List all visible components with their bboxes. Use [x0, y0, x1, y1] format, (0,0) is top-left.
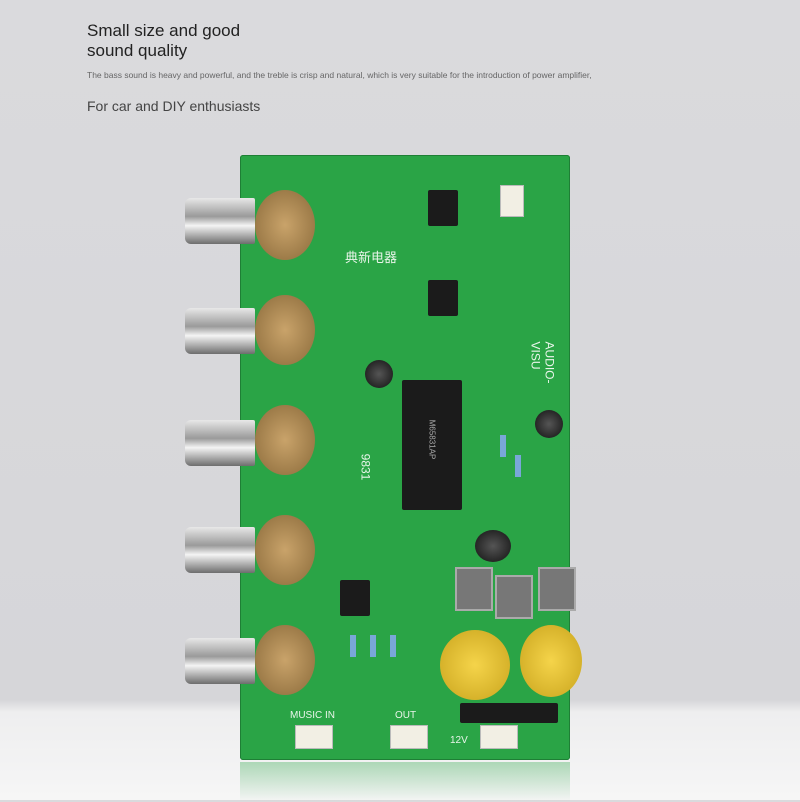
description: The bass sound is heavy and powerful, an…	[87, 70, 592, 80]
capacitor	[535, 410, 563, 438]
main-chip	[402, 380, 462, 510]
board-reflection	[240, 762, 570, 802]
connector-label-music-in: MUSIC IN	[290, 710, 335, 721]
regulator	[495, 575, 533, 619]
brand-label: 典新电器	[345, 250, 398, 265]
headline-line-1: Small size and good	[87, 21, 241, 40]
potentiometer	[255, 190, 315, 260]
code-label: 9831	[358, 453, 373, 481]
mic-connector	[500, 185, 524, 217]
op-amp-chip	[340, 580, 370, 616]
music-in-connector	[295, 725, 333, 749]
knob	[185, 638, 255, 684]
potentiometer	[255, 295, 315, 365]
side-label: AUDIO-VISU	[528, 341, 557, 384]
knob	[185, 527, 255, 573]
out-connector	[390, 725, 428, 749]
capacitor	[520, 625, 582, 697]
chip-label: M65831AP	[427, 419, 437, 460]
heatsink	[460, 703, 558, 723]
capacitor	[365, 360, 393, 388]
potentiometer	[255, 625, 315, 695]
headline-line-2: sound quality	[87, 41, 188, 60]
potentiometer	[255, 405, 315, 475]
subtitle: For car and DIY enthusiasts	[87, 98, 261, 114]
potentiometer	[255, 515, 315, 585]
resistor	[515, 455, 521, 477]
resistor	[350, 635, 356, 657]
knob	[185, 308, 255, 354]
knob	[185, 420, 255, 466]
capacitor	[440, 630, 510, 700]
connector-label-12v: 12V	[450, 735, 468, 746]
connector-label-out: OUT	[395, 710, 417, 721]
resistor	[390, 635, 396, 657]
op-amp-chip	[428, 190, 458, 226]
capacitor	[475, 530, 511, 562]
op-amp-chip	[428, 280, 458, 316]
knob	[185, 198, 255, 244]
regulator	[455, 567, 493, 611]
regulator	[538, 567, 576, 611]
resistor	[500, 435, 506, 457]
resistor	[370, 635, 376, 657]
power-connector	[480, 725, 518, 749]
